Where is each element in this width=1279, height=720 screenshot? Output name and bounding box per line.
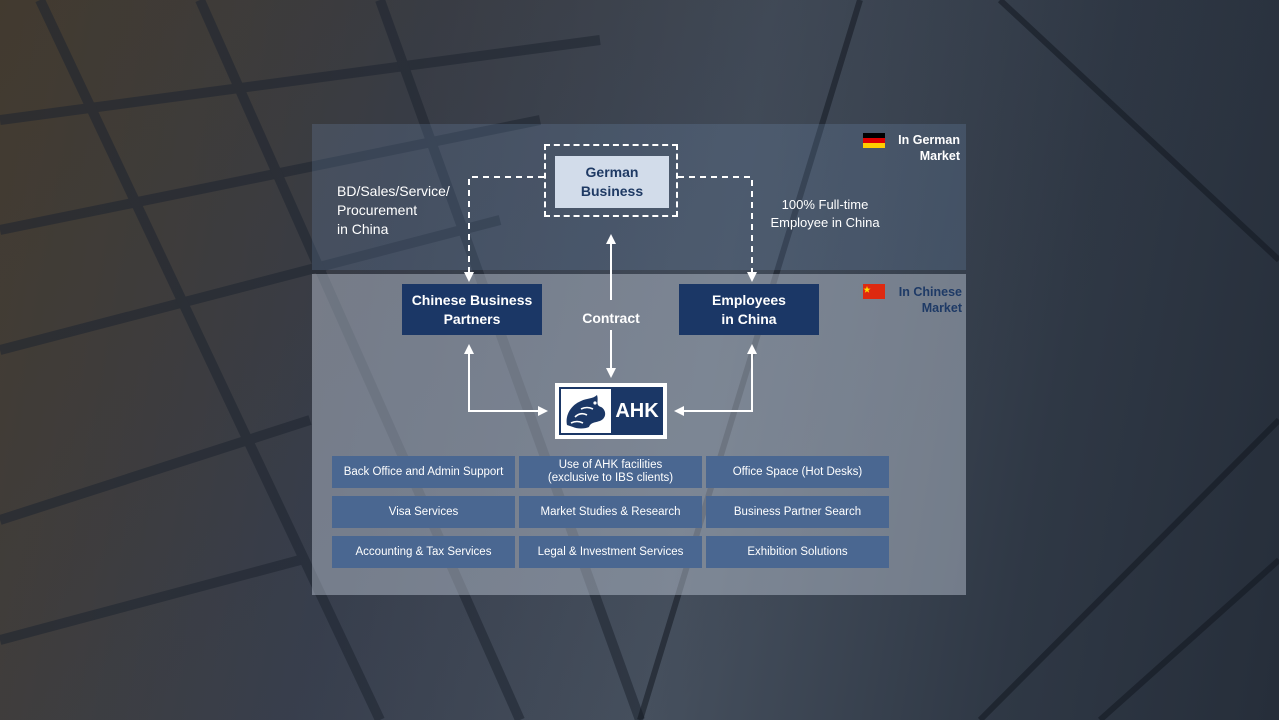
partners-line2: Partners [443, 310, 501, 327]
bd-line2: Procurement [337, 202, 418, 218]
service-market-studies: Market Studies & Research [519, 496, 702, 528]
employees-line1: Employees [712, 291, 786, 308]
service-label: Business Partner Search [733, 505, 862, 518]
service-label: Accounting & Tax Services [355, 545, 492, 558]
service-legal-investment: Legal & Investment Services [519, 536, 702, 568]
chinese-market-line1: In Chinese [898, 285, 962, 299]
dragon-icon [561, 389, 611, 433]
german-business-line1: German [585, 164, 639, 180]
service-label: Office Space (Hot Desks) [732, 465, 863, 478]
german-flag-icon [863, 133, 885, 148]
service-note: (exclusive to IBS clients) [547, 472, 674, 484]
service-ahk-facilities: Use of AHK facilities (exclusive to IBS … [519, 456, 702, 488]
service-label: Market Studies & Research [540, 505, 681, 518]
german-business-node: German Business [555, 156, 669, 208]
german-market-line2: Market [919, 149, 960, 163]
german-business-line2: Business [580, 183, 644, 199]
ahk-logo-text: AHK [615, 400, 659, 422]
service-office-space: Office Space (Hot Desks) [706, 456, 889, 488]
service-accounting-tax: Accounting & Tax Services [332, 536, 515, 568]
service-label: Legal & Investment Services [537, 545, 684, 558]
german-business-dashed-frame [544, 144, 678, 217]
china-flag-icon [863, 284, 885, 299]
bd-sales-label: BD/Sales/Service/ Procurement in China [337, 182, 467, 239]
employees-node: Employees in China [679, 284, 819, 335]
fulltime-line1: 100% Full-time [781, 197, 869, 212]
employees-line2: in China [721, 310, 777, 327]
bd-line1: BD/Sales/Service/ [337, 183, 450, 199]
partners-line1: Chinese Business [411, 291, 533, 308]
service-partner-search: Business Partner Search [706, 496, 889, 528]
service-visa: Visa Services [332, 496, 515, 528]
service-back-office: Back Office and Admin Support [332, 456, 515, 488]
service-exhibition: Exhibition Solutions [706, 536, 889, 568]
service-label: Use of AHK facilities [558, 459, 663, 471]
german-market-line1: In German [898, 133, 960, 147]
contract-label: Contract [582, 310, 640, 326]
service-label: Back Office and Admin Support [343, 465, 504, 478]
service-label: Exhibition Solutions [747, 545, 848, 558]
chinese-partners-node: Chinese Business Partners [402, 284, 542, 335]
fulltime-employee-label: 100% Full-time Employee in China [760, 196, 890, 232]
service-label: Visa Services [388, 505, 459, 518]
fulltime-line2: Employee in China [770, 215, 880, 230]
chinese-market-line2: Market [921, 301, 962, 315]
ahk-logo: AHK [555, 383, 667, 439]
bd-line3: in China [337, 221, 389, 237]
